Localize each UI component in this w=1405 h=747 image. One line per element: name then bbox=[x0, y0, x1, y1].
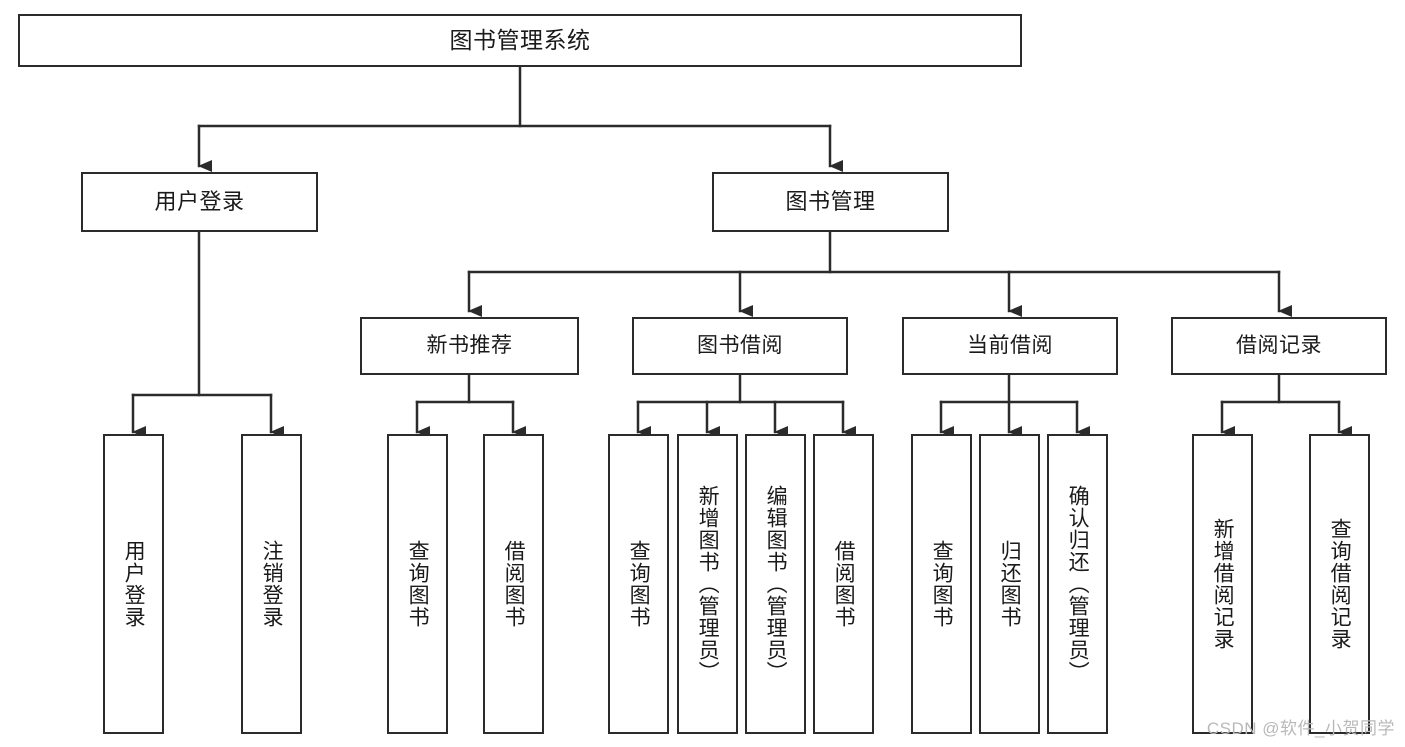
leaf-edit-book-admin[interactable]: 编辑图书（管理员） bbox=[745, 434, 806, 734]
node-book-management[interactable]: 图书管理 bbox=[712, 172, 949, 232]
leaf-return-book-label: 归还图书 bbox=[998, 540, 1022, 628]
leaf-borrow-book-recommend-label: 借阅图书 bbox=[502, 540, 526, 628]
node-user-login-label: 用户登录 bbox=[154, 189, 245, 215]
leaf-add-borrow-record[interactable]: 新增借阅记录 bbox=[1192, 434, 1253, 734]
node-root-label: 图书管理系统 bbox=[449, 26, 591, 53]
leaf-user-login[interactable]: 用户登录 bbox=[103, 434, 164, 734]
node-book-management-label: 图书管理 bbox=[785, 189, 876, 215]
node-borrow-records-label: 借阅记录 bbox=[1236, 333, 1322, 357]
leaf-query-book-recommend-label: 查询图书 bbox=[406, 540, 430, 628]
leaf-add-book-admin[interactable]: 新增图书（管理员） bbox=[677, 434, 738, 734]
leaf-logout[interactable]: 注销登录 bbox=[241, 434, 302, 734]
node-book-borrow-label: 图书借阅 bbox=[697, 333, 783, 357]
leaf-query-book-borrow-label: 查询图书 bbox=[627, 540, 651, 628]
node-new-book-recommend-label: 新书推荐 bbox=[426, 333, 513, 357]
leaf-query-book-current-label: 查询图书 bbox=[930, 540, 954, 628]
leaf-logout-label: 注销登录 bbox=[260, 540, 284, 628]
leaf-return-book[interactable]: 归还图书 bbox=[979, 434, 1040, 734]
leaf-add-book-admin-label: 新增图书（管理员） bbox=[696, 485, 720, 683]
leaf-user-login-label: 用户登录 bbox=[122, 540, 146, 628]
node-current-borrow-label: 当前借阅 bbox=[967, 333, 1053, 357]
leaf-borrow-book[interactable]: 借阅图书 bbox=[813, 434, 874, 734]
node-current-borrow[interactable]: 当前借阅 bbox=[902, 317, 1118, 375]
node-user-login[interactable]: 用户登录 bbox=[81, 172, 318, 232]
leaf-add-borrow-record-label: 新增借阅记录 bbox=[1211, 518, 1235, 650]
node-borrow-records[interactable]: 借阅记录 bbox=[1171, 317, 1387, 375]
leaf-borrow-book-label: 借阅图书 bbox=[832, 540, 856, 628]
leaf-query-borrow-record-label: 查询借阅记录 bbox=[1328, 518, 1352, 650]
csdn-watermark: CSDN @软件_小贺同学 bbox=[1206, 719, 1395, 738]
node-book-borrow[interactable]: 图书借阅 bbox=[632, 317, 848, 375]
node-root[interactable]: 图书管理系统 bbox=[18, 14, 1022, 67]
leaf-query-borrow-record[interactable]: 查询借阅记录 bbox=[1309, 434, 1370, 734]
leaf-borrow-book-recommend[interactable]: 借阅图书 bbox=[483, 434, 544, 734]
leaf-confirm-return-admin[interactable]: 确认归还（管理员） bbox=[1047, 434, 1108, 734]
leaf-query-book-borrow[interactable]: 查询图书 bbox=[608, 434, 669, 734]
leaf-query-book-recommend[interactable]: 查询图书 bbox=[387, 434, 448, 734]
node-new-book-recommend[interactable]: 新书推荐 bbox=[360, 317, 579, 375]
leaf-edit-book-admin-label: 编辑图书（管理员） bbox=[764, 485, 788, 683]
leaf-query-book-current[interactable]: 查询图书 bbox=[911, 434, 972, 734]
leaf-confirm-return-admin-label: 确认归还（管理员） bbox=[1066, 485, 1090, 683]
